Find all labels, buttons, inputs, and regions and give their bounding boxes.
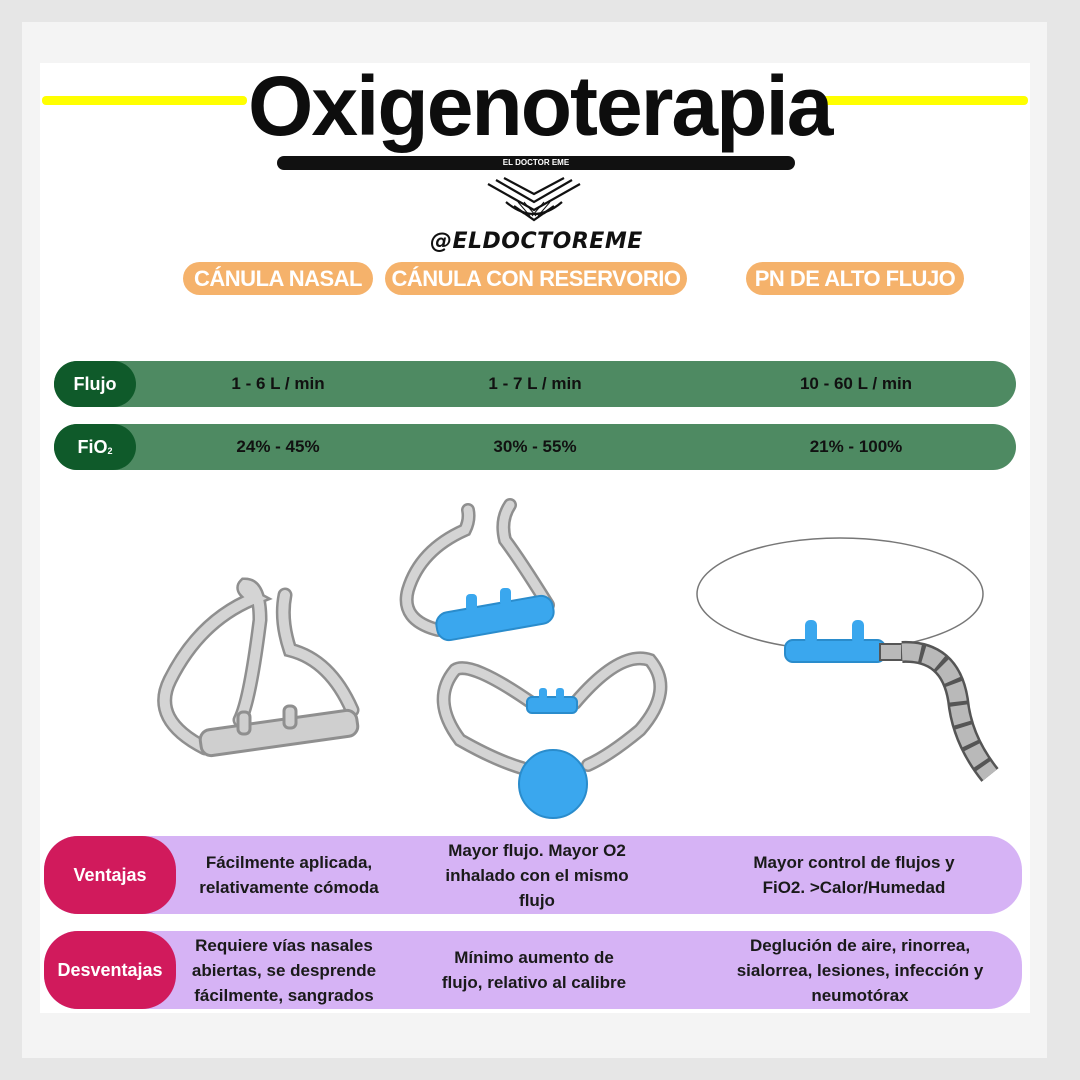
yellow-rule-left — [42, 96, 247, 105]
ventajas-label: Ventajas — [44, 836, 176, 914]
page-title: Oxigenoterapia — [248, 59, 834, 153]
fio2-value-nasal: 24% - 45% — [236, 437, 320, 456]
fio2-label-sub: 2 — [107, 446, 113, 456]
flow-row: Flujo 1 - 6 L / min 1 - 7 L / min 10 - 6… — [54, 361, 1016, 407]
flow-value-alto-flujo: 10 - 60 L / min — [799, 374, 913, 393]
ventajas-row: Ventajas Fácilmente aplicada, relativame… — [44, 836, 1022, 914]
column-header-canula-nasal: CÁNULA NASAL — [183, 262, 373, 295]
column-header-canula-reservorio: CÁNULA CON RESERVORIO — [385, 262, 687, 295]
subtitle-bar: EL DOCTOR EME — [277, 156, 795, 170]
fio2-row: FiO2 24% - 45% 30% - 55% 21% - 100% — [54, 424, 1016, 470]
ventajas-cell-nasal: Fácilmente aplicada, relativamente cómod… — [199, 853, 379, 897]
fio2-label-main: FiO — [77, 437, 108, 457]
flow-value-reservorio: 1 - 7 L / min — [488, 374, 582, 393]
desventajas-cell-alto-flujo: Deglución de aire, rinorrea, sialorrea, … — [736, 935, 984, 1005]
ventajas-cell-alto-flujo: Mayor control de flujos y FiO2. >Calor/H… — [753, 853, 955, 897]
flow-value-nasal: 1 - 6 L / min — [231, 374, 325, 393]
desventajas-label: Desventajas — [44, 931, 176, 1009]
nasal-cannula-icon — [157, 577, 360, 758]
social-handle: @ELDOCTOREME — [430, 229, 643, 254]
fio2-value-reservorio: 30% - 55% — [493, 437, 577, 456]
logo-icon — [487, 177, 581, 222]
desventajas-row: Desventajas Requiere vías nasales abiert… — [44, 931, 1022, 1009]
desventajas-cell-reservorio: Mínimo aumento de flujo, relativo al cal… — [441, 948, 627, 992]
fio2-row-label: FiO2 — [54, 424, 136, 470]
reservoir-cannula-top-icon — [399, 498, 555, 642]
yellow-rule-right — [822, 96, 1028, 105]
fio2-value-alto-flujo: 21% - 100% — [809, 437, 903, 456]
column-header-alto-flujo: PN DE ALTO FLUJO — [746, 262, 964, 295]
high-flow-cannula-icon — [696, 537, 999, 782]
flow-row-label: Flujo — [54, 361, 136, 407]
reservoir-cannula-bottom-icon — [436, 651, 668, 819]
desventajas-cell-nasal: Requiere vías nasales abiertas, se despr… — [191, 935, 377, 1005]
ventajas-cell-reservorio: Mayor flujo. Mayor O2 inhalado con el mi… — [445, 840, 629, 910]
